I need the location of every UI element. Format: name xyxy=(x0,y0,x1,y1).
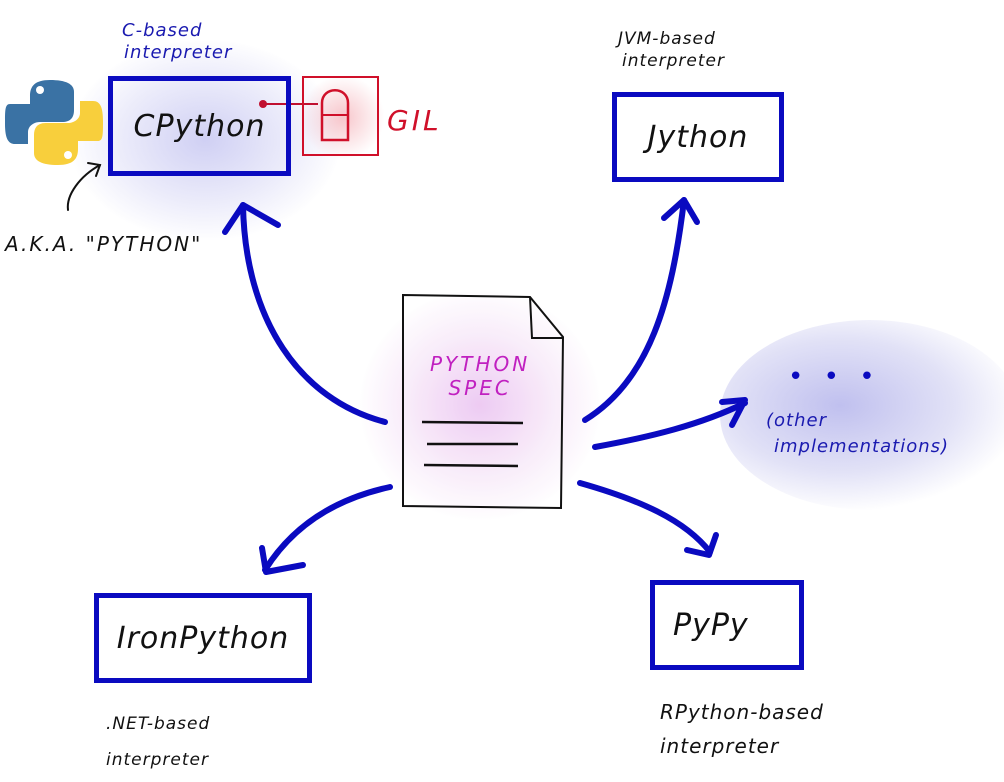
aka-pointer-arrow xyxy=(66,162,102,211)
ironpython-caption-line1: .NET-based xyxy=(106,714,211,734)
jython-box[interactable]: Jython xyxy=(612,92,784,182)
aka-label: A.K.A. "PYTHON" xyxy=(5,232,203,256)
arrowhead-pypy xyxy=(684,532,719,558)
pypy-label: PyPy xyxy=(673,607,749,643)
arrowhead-cpython xyxy=(222,202,281,235)
arrowhead-jython xyxy=(661,197,700,225)
others-caption-line1: (other xyxy=(766,410,827,431)
arrow-to-pypy xyxy=(577,480,713,555)
spec-title-line1: PYTHON xyxy=(430,352,531,376)
pypy-box[interactable]: PyPy xyxy=(650,580,804,670)
cpython-label: CPython xyxy=(133,108,266,144)
arrow-to-ironpython xyxy=(262,484,393,573)
spec-document xyxy=(402,293,565,510)
spec-title-line2: SPEC xyxy=(448,376,512,400)
ironpython-caption-line2: interpreter xyxy=(106,750,209,770)
gil-label: GIL xyxy=(387,104,442,137)
cpython-box[interactable]: CPython xyxy=(108,76,291,176)
ironpython-caption: .NET-based interpreter xyxy=(106,706,210,778)
arrow-to-jython xyxy=(582,197,687,423)
pypy-caption: RPython-based interpreter xyxy=(660,695,824,763)
ironpython-label: IronPython xyxy=(116,620,290,656)
cpython-caption-line2: interpreter xyxy=(124,42,233,63)
spec-title: PYTHON SPEC xyxy=(430,352,530,400)
jython-caption-line1: JVM-based xyxy=(618,29,716,49)
cpython-caption-line1: C-based xyxy=(122,20,203,41)
arrowhead-ironpython xyxy=(259,545,306,575)
others-ellipsis: • • • xyxy=(788,362,881,392)
jython-caption-line2: interpreter xyxy=(622,51,725,71)
others-caption: (other implementations) xyxy=(766,408,949,460)
cpython-caption: C-based interpreter xyxy=(122,20,232,64)
others-caption-line2: implementations) xyxy=(774,436,950,457)
arrowhead-others xyxy=(719,397,748,428)
jython-caption: JVM-based interpreter xyxy=(618,28,725,72)
pypy-caption-line1: RPython-based xyxy=(660,700,824,724)
ironpython-box[interactable]: IronPython xyxy=(94,593,312,683)
python-logo-icon xyxy=(5,80,103,165)
arrow-to-cpython xyxy=(240,202,388,425)
jython-label: Jython xyxy=(647,119,749,155)
arrow-to-others xyxy=(592,400,748,450)
pypy-caption-line2: interpreter xyxy=(660,734,780,758)
